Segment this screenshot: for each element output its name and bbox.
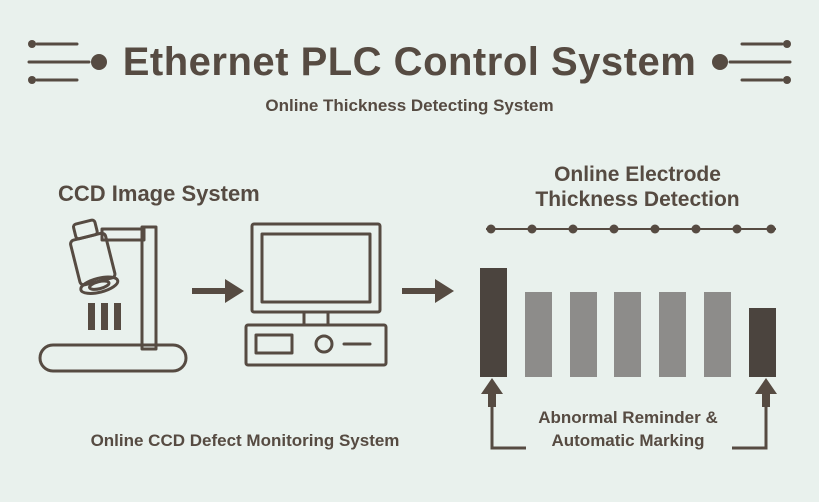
ccd-caption: Online CCD Defect Monitoring System [90,431,400,450]
thickness-bar [614,292,642,377]
thickness-bar [704,292,732,377]
abnormal-up-arrow-left-icon [481,378,503,407]
header: Ethernet PLC Control System [0,36,819,88]
flow-arrow-right-icon [192,279,244,303]
thickness-bar [748,308,776,377]
detection-heading-line1: Online Electrode [554,163,721,186]
thickness-bars [480,267,776,377]
flow-arrow-right-icon [402,279,454,303]
detection-heading: Online Electrode Thickness Detection [495,162,780,212]
page-title: Ethernet PLC Control System [122,39,697,84]
title-decoration-right-icon [712,40,792,84]
thickness-bar [480,268,507,377]
page-subtitle: Online Thickness Detecting System [265,96,554,115]
ccd-heading: CCD Image System [58,181,260,206]
dotted-divider [486,224,776,234]
thickness-bar [524,292,552,377]
abnormal-up-arrow-right-icon [755,378,777,407]
computer-illustration [244,222,388,367]
thickness-bar [659,292,687,377]
detection-heading-line2: Thickness Detection [535,188,740,211]
abnormal-markers [481,378,777,450]
title-decoration-left-icon [27,40,107,84]
abnormal-annotation-line2: Automatic Marking [551,431,705,450]
abnormal-annotation: Abnormal Reminder & Automatic Marking [520,406,736,452]
ccd-camera-illustration [38,218,188,373]
thickness-bar [569,292,597,377]
abnormal-annotation-line1: Abnormal Reminder & [538,408,718,427]
